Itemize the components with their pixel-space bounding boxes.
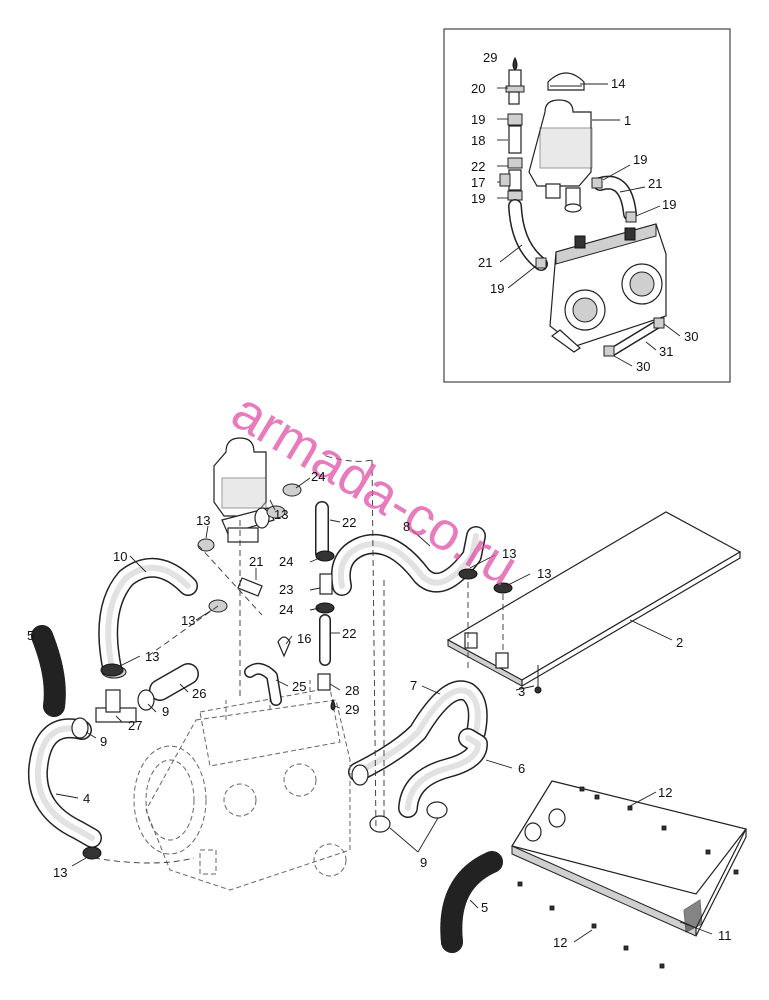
callout-m29: 29 (345, 702, 359, 717)
callout-m25: 25 (292, 679, 306, 694)
callout-m23: 23 (279, 582, 293, 597)
callout-i18: 18 (471, 133, 485, 148)
callout-i1: 1 (624, 113, 631, 128)
callout-m12a: 12 (658, 785, 672, 800)
callout-m16: 16 (297, 631, 311, 646)
hose-4 (27, 718, 102, 848)
engine-block (133, 680, 351, 891)
hose-6 (398, 728, 488, 818)
callout-m9c: 9 (420, 855, 427, 870)
callout-m26: 26 (192, 686, 206, 701)
callout-i31: 31 (659, 344, 673, 359)
callout-m21: 21 (249, 554, 263, 569)
callout-m13d: 13 (537, 566, 551, 581)
callout-labels: 29 20 14 19 1 18 22 19 17 21 19 19 21 19… (27, 50, 732, 950)
callout-i21b: 21 (478, 255, 492, 270)
callout-m24a: 24 (311, 469, 325, 484)
callout-i22: 22 (471, 159, 485, 174)
inset-leaders (497, 83, 681, 367)
inset-panel (443, 28, 731, 383)
callout-i19b: 19 (633, 152, 647, 167)
callout-m5a: 5 (27, 628, 34, 643)
callout-i17: 17 (471, 175, 485, 190)
misc-fittings (237, 573, 336, 711)
callout-i19c: 19 (471, 191, 485, 206)
callout-m24c: 24 (279, 602, 293, 617)
callout-i21a: 21 (648, 176, 662, 191)
callout-i19a: 19 (471, 112, 485, 127)
callout-m13c: 13 (502, 546, 516, 561)
inset-hoses (508, 175, 637, 271)
callout-m7: 7 (410, 678, 417, 693)
callout-m4: 4 (83, 791, 90, 806)
callout-i19d: 19 (662, 197, 676, 212)
tunnel-plate (511, 780, 748, 937)
callout-m6: 6 (518, 761, 525, 776)
coolant-reservoir (528, 99, 593, 213)
callout-m13a: 13 (196, 513, 210, 528)
callout-m22b: 22 (342, 626, 356, 641)
callout-i14: 14 (611, 76, 625, 91)
callout-m27: 27 (128, 718, 142, 733)
watermark: armada-co.ru (222, 381, 528, 598)
watermark-text: armada-co.ru (222, 381, 528, 598)
main-leaders (39, 477, 713, 943)
hose-26 (149, 663, 199, 701)
cylinder-head (549, 223, 667, 353)
callout-m3: 3 (518, 684, 525, 699)
callout-m11: 11 (718, 928, 732, 943)
callout-i30b: 30 (636, 359, 650, 374)
hose-7 (348, 680, 488, 782)
hose-10 (98, 557, 198, 678)
callout-m13b: 13 (274, 507, 288, 522)
fitting-stack (499, 56, 525, 201)
callout-m12b: 12 (553, 935, 567, 950)
callout-m9a: 9 (162, 704, 169, 719)
callout-i29: 29 (483, 50, 497, 65)
callout-m2: 2 (676, 635, 683, 650)
callout-m5b: 5 (481, 900, 488, 915)
callout-i30a: 30 (684, 329, 698, 344)
corrugated-sleeve-left (31, 625, 66, 717)
bypass-hose (603, 317, 665, 357)
reservoir-cap (547, 72, 585, 91)
callout-m13f: 13 (145, 649, 159, 664)
hose-8 (331, 526, 486, 596)
guide-lines (93, 455, 504, 864)
hose-clamps (82, 483, 566, 860)
callout-m13g: 13 (53, 865, 67, 880)
callout-m28: 28 (345, 683, 359, 698)
callout-m8: 8 (403, 519, 410, 534)
reservoir-main (213, 437, 275, 543)
callout-m24b: 24 (279, 554, 293, 569)
callout-m10: 10 (113, 549, 127, 564)
callout-m13e: 13 (181, 613, 195, 628)
callout-m22a: 22 (342, 515, 356, 530)
callout-m9b: 9 (100, 734, 107, 749)
callout-i19e: 19 (490, 281, 504, 296)
corrugated-sleeve-right (440, 851, 503, 953)
callout-i20: 20 (471, 81, 485, 96)
heat-exchanger (446, 511, 742, 694)
bolts (517, 786, 739, 969)
